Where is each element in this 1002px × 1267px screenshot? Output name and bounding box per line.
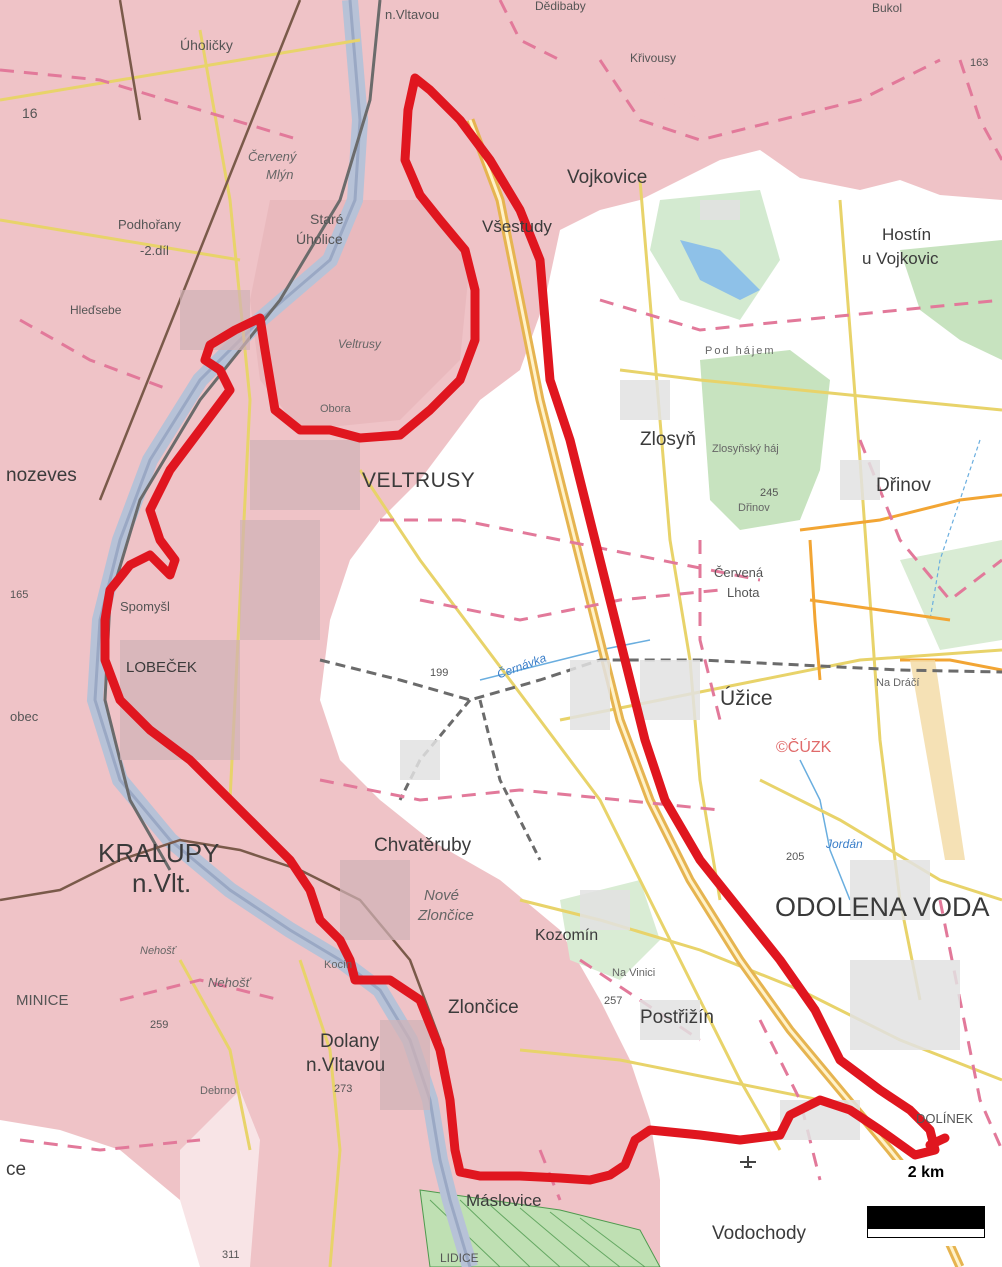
scale-label: 2 km	[907, 1164, 945, 1181]
label-zloncice: Zlončice	[448, 997, 519, 1018]
label-copyright: ©ČÚZK	[776, 739, 832, 756]
elevation-273: 273	[334, 1083, 353, 1095]
stream-east	[929, 439, 981, 621]
label-kozomin: Kozomín	[535, 927, 599, 944]
label-kralupy: KRALUPY	[98, 838, 220, 868]
elevation-259: 259	[150, 1019, 169, 1031]
elevation-311: 311	[222, 1249, 240, 1261]
forest-zlosyn	[700, 350, 830, 530]
scale-bar-segment	[867, 1206, 985, 1228]
label-cervena-lhota: Červená	[714, 565, 764, 580]
label-odolena-voda: ODOLENA VODA	[775, 892, 990, 922]
label-krivousy: Křivousy	[630, 51, 677, 65]
label-na-vinici: Na Vinici	[612, 967, 656, 979]
settlements	[120, 290, 430, 1110]
label-uzice: Úžice	[720, 687, 773, 710]
label-nove-zloncice: Nové	[424, 887, 460, 904]
elevation-205: 205	[786, 851, 805, 863]
road-number-16: 16	[22, 105, 38, 121]
label-hledsebe: Hleďsebe	[70, 303, 122, 317]
label-spomysl: Spomyšl	[120, 599, 170, 614]
label-postrizin: Postřižín	[640, 1007, 714, 1028]
label-dolany-suffix: n.Vltavou	[306, 1055, 386, 1076]
label-veltrusy-park: Veltrusy	[338, 337, 381, 351]
label-zlosyn: Zlosyň	[640, 429, 696, 450]
label-uholicky: Úholičky	[180, 37, 233, 53]
elevation-163: 163	[970, 57, 989, 69]
label-maslovice: Máslovice	[466, 1191, 542, 1210]
label-nehost-2: Nehošť	[140, 945, 176, 957]
label-nehost: Nehošť	[208, 975, 251, 990]
label-vsestudy: Všestudy	[482, 217, 552, 236]
stream-jordan	[799, 759, 851, 901]
label-drinov-small: Dřinov	[738, 502, 770, 514]
scale-bar-segment-white	[867, 1228, 985, 1238]
admin-boundaries	[0, 0, 1002, 1201]
label-hostin-suffix: u Vojkovic	[862, 249, 939, 268]
label-podhorany-2: -2.díl	[140, 243, 169, 258]
elevation-257: 257	[604, 995, 623, 1007]
label-pod-hajem: Pod hájem	[705, 345, 776, 357]
elevation-165: 165	[10, 589, 29, 601]
label-hostin: Hostín	[882, 225, 932, 244]
label-jordan: Jordán	[826, 837, 863, 851]
label-bukol: Bukol	[872, 1, 903, 15]
label-nove-zloncice-2: Zlončice	[418, 907, 474, 924]
open-land-south	[180, 1090, 260, 1267]
label-dedibaby: Dědibaby	[535, 0, 586, 13]
label-drinov: Dřinov	[876, 475, 931, 496]
label-na-draci: Na Dráčí	[876, 677, 920, 689]
label-zlosynsky-haj: Zlosyňský háj	[712, 443, 779, 455]
route-line	[100, 73, 940, 1185]
label-obora: Obora	[320, 403, 351, 415]
label-podhorany: Podhořany	[118, 217, 181, 232]
label-kocin: Kocín	[324, 959, 353, 971]
corridor-east	[910, 660, 965, 860]
route-tail	[925, 1133, 950, 1150]
label-ce: ce	[6, 1159, 27, 1180]
label-veltrusy: VELTRUSY	[362, 469, 476, 492]
label-chvateruby: Chvatěruby	[374, 835, 472, 856]
label-stare-uholice: Staré	[310, 211, 344, 227]
label-vojkovice: Vojkovice	[567, 167, 648, 188]
label-vodochody: Vodochody	[712, 1223, 807, 1244]
label-dolinek: DOLÍNEK	[916, 1111, 974, 1126]
open-land-southwest	[0, 1120, 200, 1267]
label-cervena-lhota-2: Lhota	[727, 585, 760, 600]
label-debrno: Debrno	[200, 1085, 237, 1097]
label-n-vltavou-top: n.Vltavou	[385, 7, 440, 22]
label-stare-uholice-2: Úholice	[296, 231, 343, 247]
label-cerveny-mlyn-2: Mlýn	[266, 167, 294, 182]
label-minice: MINICE	[16, 992, 69, 1009]
label-nelahozeves: nozeves	[6, 465, 77, 486]
elevation-199: 199	[430, 667, 449, 679]
scale-bar: 2 km	[864, 1160, 988, 1246]
lake-vojkovice	[680, 240, 760, 300]
airport-icon	[740, 1156, 756, 1168]
label-kralupy-suffix: n.Vlt.	[132, 868, 192, 898]
protected-area-northeast	[620, 0, 1002, 190]
label-lidice: LIDICE	[440, 1251, 479, 1265]
forest-east	[900, 540, 1002, 650]
forest-hostin	[900, 240, 1002, 360]
label-cerveny-mlyn: Červený	[248, 149, 297, 164]
label-obec: obec	[10, 709, 39, 724]
label-dolany: Dolany	[320, 1031, 380, 1052]
railways-brown	[0, 0, 452, 1121]
settlements-white	[400, 200, 960, 1140]
elevation-245: 245	[760, 487, 779, 499]
label-lobecek: LOBEČEK	[126, 659, 197, 676]
